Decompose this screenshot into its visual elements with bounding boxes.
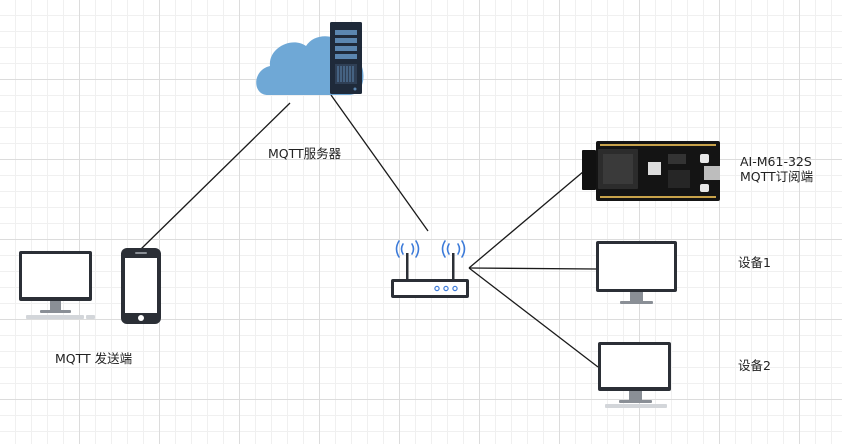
server-label: MQTT服务器: [268, 146, 342, 161]
link-router-device1: [468, 267, 597, 270]
link-router-device2: [468, 267, 599, 368]
router-icon: [391, 240, 469, 298]
server-icon: [330, 22, 362, 94]
device2-label: 设备2: [738, 358, 771, 373]
link-server-router: [330, 94, 429, 232]
desktop-monitor-icon: [19, 251, 95, 319]
board-model-label: AI-M61-32S: [740, 154, 812, 169]
device2-monitor-icon: [598, 342, 671, 408]
sender-label: MQTT 发送端: [55, 351, 133, 366]
device1-label: 设备1: [738, 255, 771, 270]
smartphone-icon: [121, 248, 161, 324]
dev-board-icon: [582, 141, 720, 201]
board-role-label: MQTT订阅端: [740, 169, 814, 184]
device1-monitor-icon: [596, 241, 677, 304]
link-phone-server: [140, 102, 291, 250]
link-router-board: [468, 165, 591, 269]
